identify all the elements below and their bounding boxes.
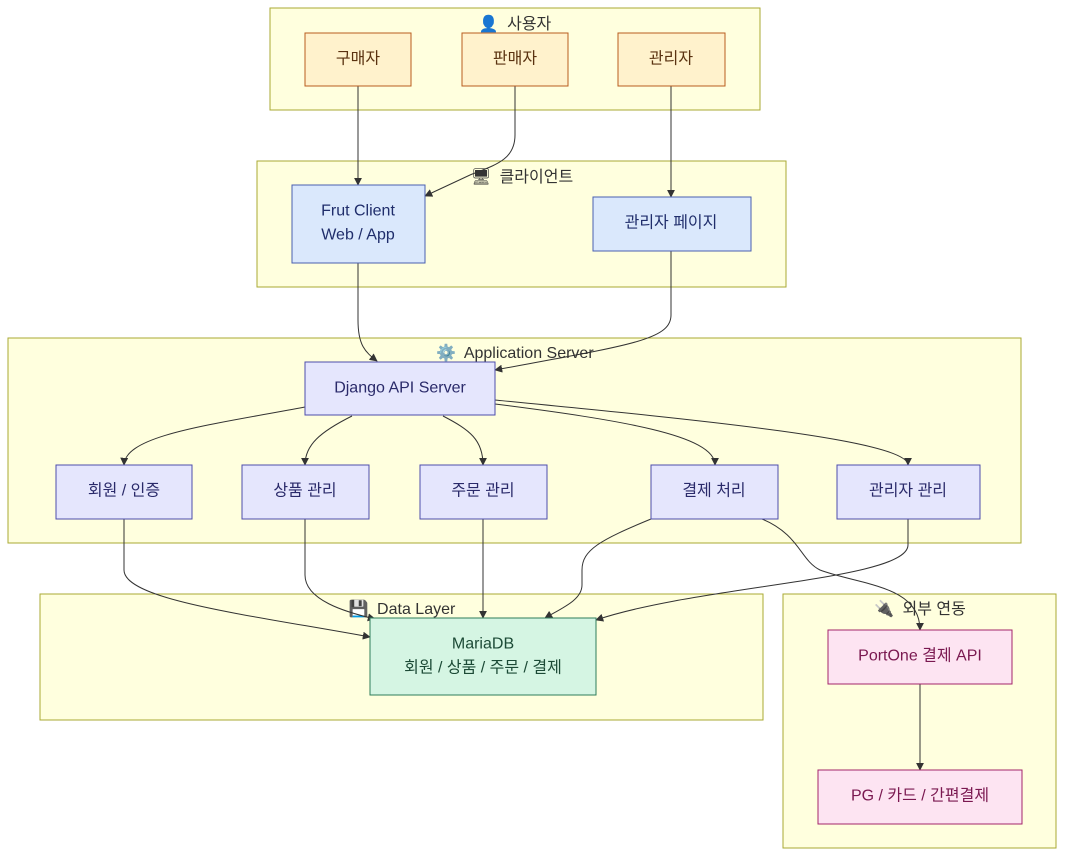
node-portone[interactable]: PortOne 결제 API	[827, 629, 1013, 685]
node-product-mgmt-label: 상품 관리	[273, 482, 336, 500]
node-django-api-label: Django API Server	[334, 380, 466, 397]
cluster-client-title: 클라이언트	[500, 168, 574, 186]
edge-django-member	[120, 406, 306, 466]
edge-adminmgmt-db	[595, 519, 909, 622]
edge-seller-client	[424, 86, 516, 197]
node-frut-client-line1: Frut Client	[321, 203, 395, 220]
cluster-data-title: Data Layer	[377, 601, 456, 618]
edge-django-adminmgmt	[494, 399, 912, 466]
node-admin-page[interactable]: 관리자 페이지	[592, 196, 752, 252]
node-order-mgmt-label: 주문 관리	[451, 482, 514, 500]
node-django-api[interactable]: Django API Server	[304, 361, 496, 416]
gear-icon: ⚙️	[436, 343, 456, 362]
node-admin[interactable]: 관리자	[617, 32, 726, 87]
edge-member-db	[123, 519, 371, 640]
node-portone-label: PortOne 결제 API	[858, 647, 982, 665]
edge-django-order	[442, 415, 487, 466]
cluster-server-title: Application Server	[464, 345, 595, 362]
edge-payment-portone	[761, 518, 924, 631]
svg-text:💾 Data Layer: 💾 Data Layer	[349, 599, 456, 618]
floppy-disk-icon: 💾	[349, 599, 369, 618]
node-pg-label: PG / 카드 / 간편결제	[851, 787, 989, 805]
edge-django-product	[301, 415, 353, 466]
node-frut-client[interactable]: Frut Client Web / App	[291, 184, 426, 264]
plug-icon: 🔌	[874, 599, 894, 618]
node-buyer-label: 구매자	[336, 50, 380, 68]
monitor-icon: 🖥	[471, 168, 491, 186]
node-admin-page-label: 관리자 페이지	[625, 214, 718, 232]
node-admin-mgmt[interactable]: 관리자 관리	[836, 464, 981, 520]
svg-text:👤 사용자: 👤 사용자	[479, 14, 552, 33]
node-admin-label: 관리자	[649, 50, 693, 68]
node-payment-label: 결제 처리	[682, 482, 745, 500]
node-seller[interactable]: 판매자	[461, 32, 569, 87]
node-pg[interactable]: PG / 카드 / 간편결제	[817, 769, 1023, 825]
node-frut-client-line2: Web / App	[321, 227, 395, 244]
node-mariadb-line2: 회원 / 상품 / 주문 / 결제	[404, 659, 562, 677]
node-payment[interactable]: 결제 처리	[650, 464, 779, 520]
node-buyer[interactable]: 구매자	[304, 32, 412, 87]
node-product-mgmt[interactable]: 상품 관리	[241, 464, 370, 520]
node-seller-label: 판매자	[493, 50, 537, 68]
svg-text:🔌 외부 연동: 🔌 외부 연동	[874, 599, 966, 618]
edges	[120, 86, 924, 771]
user-icon: 👤	[479, 14, 499, 33]
edge-product-db	[304, 519, 376, 622]
node-mariadb-line1: MariaDB	[452, 636, 514, 653]
edge-client-django	[357, 263, 378, 362]
node-member-auth[interactable]: 회원 / 인증	[55, 464, 193, 520]
svg-text:🖥 클라이언트: 🖥 클라이언트	[471, 168, 573, 186]
edge-django-payment	[494, 403, 719, 466]
edge-adminpage-django	[494, 251, 672, 373]
cluster-external-title: 외부 연동	[903, 600, 966, 618]
node-admin-mgmt-label: 관리자 관리	[869, 482, 947, 500]
node-mariadb[interactable]: MariaDB 회원 / 상품 / 주문 / 결제	[369, 617, 597, 696]
edge-payment-db	[544, 518, 652, 619]
node-order-mgmt[interactable]: 주문 관리	[419, 464, 548, 520]
cluster-users-title: 사용자	[507, 15, 551, 33]
node-member-auth-label: 회원 / 인증	[88, 482, 160, 500]
